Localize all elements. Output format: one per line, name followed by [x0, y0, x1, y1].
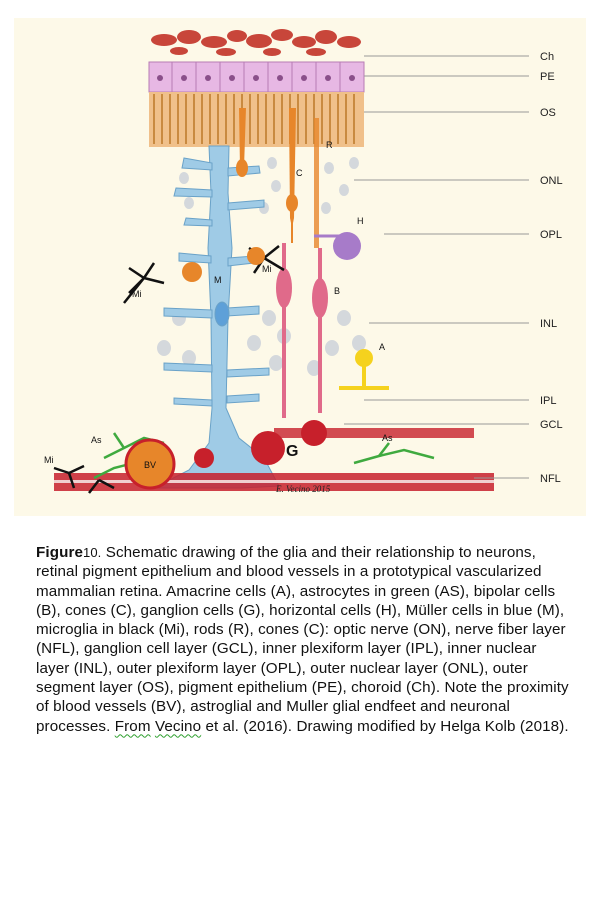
bv-label: BV [144, 460, 156, 470]
caption-text-4: et al. (2016). [201, 717, 293, 735]
nuclei [157, 157, 366, 376]
rod-label: R [326, 140, 333, 150]
caption-ref-word-1: From [114, 717, 151, 735]
astrocyte-right-label: As [382, 433, 393, 443]
photoreceptors: C R [236, 108, 333, 248]
microglia-right-label: Mi [262, 264, 272, 274]
cone-label: C [296, 168, 303, 178]
retina-diagram: BV G C R H B A [44, 29, 563, 494]
figure-panel: BV G C R H B A [14, 18, 586, 516]
muller-label: M [214, 275, 222, 285]
layer-label-ch: Ch [540, 51, 554, 63]
microglia-left-label: Mi [132, 289, 142, 299]
layer-label-opl: OPL [540, 229, 562, 241]
layer-label-ipl: IPL [540, 395, 557, 407]
caption-text-2: (Mi), rods (R), cones (C): optic nerve (… [36, 621, 569, 735]
caption-ref-word-2: Vecino [154, 717, 202, 735]
outer-segments [149, 92, 364, 147]
figure-caption: Figure10. Schematic drawing of the glia … [36, 543, 571, 736]
layer-leader-lines [344, 55, 529, 479]
caption-text-1: Schematic drawing of the glia and their … [36, 544, 565, 639]
bipolar-label: B [334, 286, 340, 296]
choroid [151, 29, 361, 56]
pigment-epithelium [148, 61, 365, 93]
figure-number: 10. [83, 545, 102, 560]
ganglion-cells [194, 420, 327, 468]
figure-label: Figure [36, 544, 84, 561]
amacrine-label: A [379, 342, 385, 352]
ganglion-label: G [286, 443, 298, 460]
layer-label-inl: INL [540, 318, 557, 330]
amacrine-cell: A [339, 342, 389, 390]
horizontal-cell: H [314, 216, 364, 260]
layer-label-nfl: NFL [540, 473, 561, 485]
caption-black-word: black [118, 621, 155, 639]
caption-text-5: Drawing modified by Helga Kolb (2018). [292, 717, 569, 735]
bipolar-cells: B [276, 243, 340, 418]
layer-labels: Ch PE OS ONL OPL INL IPL GCL NFL [540, 51, 563, 485]
blood-vessel: BV [124, 438, 176, 490]
microglia-bottom-label: Mi [44, 455, 54, 465]
horizontal-label: H [357, 216, 364, 226]
layer-label-pe: PE [540, 71, 555, 83]
layer-label-os: OS [540, 107, 556, 119]
astrocyte-left-label: As [91, 435, 102, 445]
layer-label-gcl: GCL [540, 419, 563, 431]
layer-label-onl: ONL [540, 175, 563, 187]
artist-signature: E. Vecino 2015 [275, 484, 331, 494]
